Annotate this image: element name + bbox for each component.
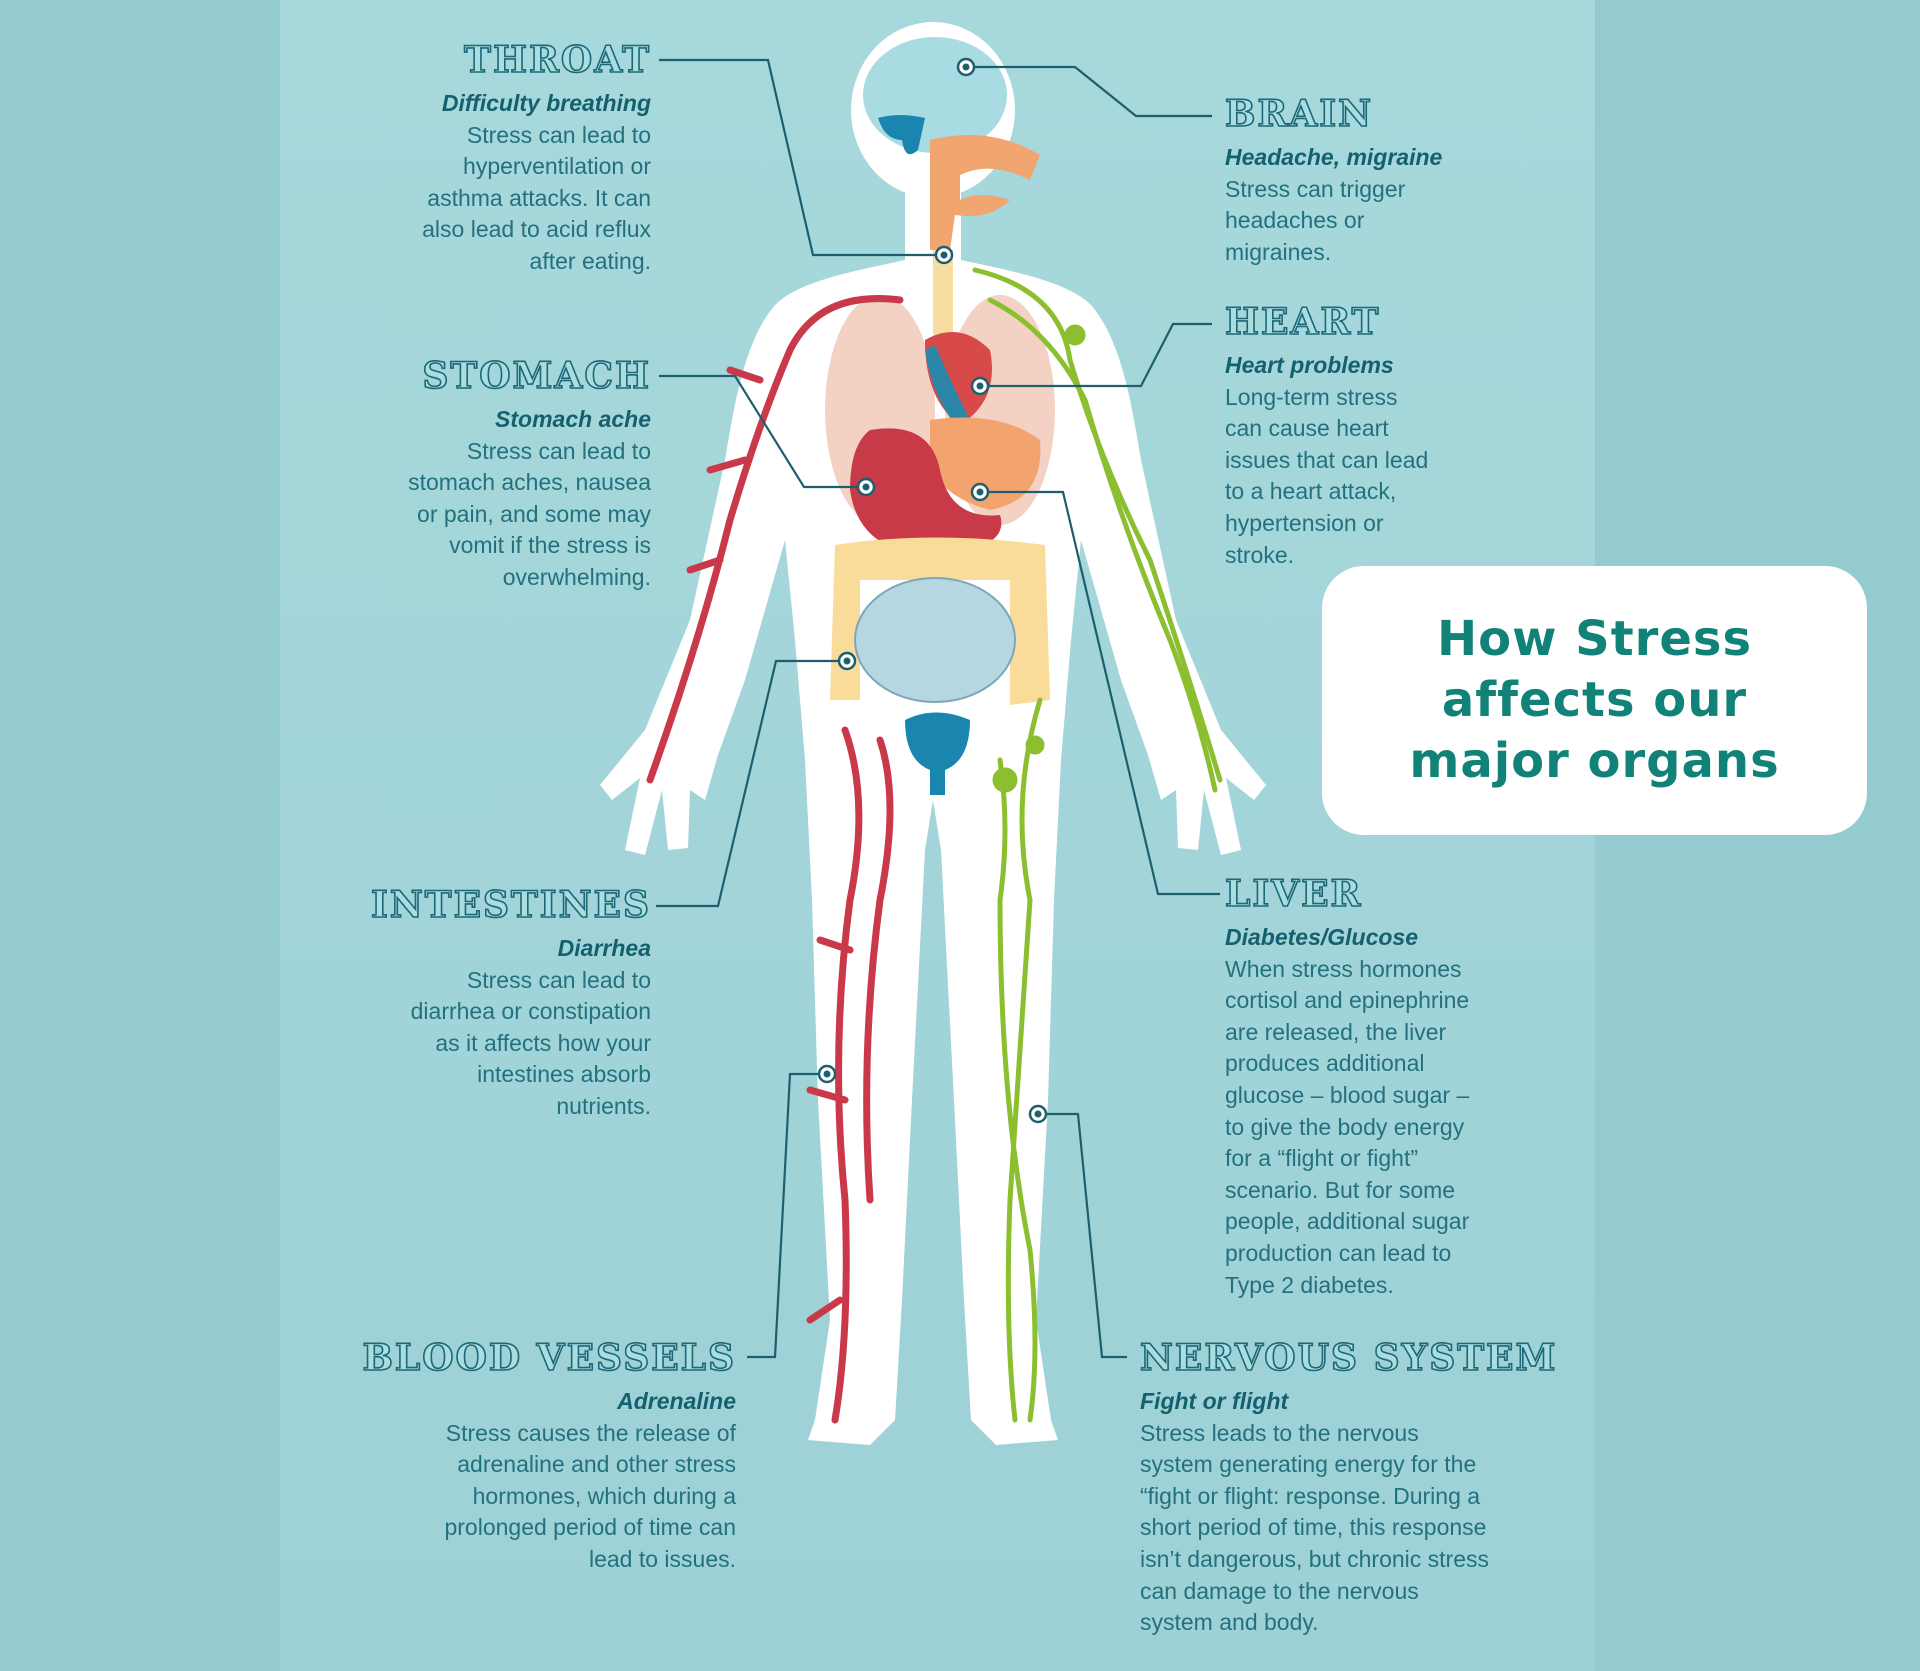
connector-lines [656,58,1220,1359]
blood-vessels-section: BLOOD VESSELS Adrenaline Stress causes t… [362,1336,736,1576]
intestines-connector [656,659,847,908]
throat-section: THROAT Difficulty breathing Stress can l… [422,38,651,278]
connector-dot-centers [823,63,1042,1118]
throat-heading: THROAT [463,38,651,82]
title-line-1: How Stress [1436,611,1753,667]
heart-section: HEART Heart problems Long-term stress ca… [1224,300,1429,571]
stomach-section: STOMACH Stomach ache Stress can lead to … [408,354,651,594]
liver [930,417,1041,510]
brain-description: Stress can trigger headaches or migraine… [1225,175,1406,265]
nervous-connector [1038,1112,1127,1359]
heart-connector [980,322,1212,388]
stomach [850,428,1002,556]
blood-vessels [646,295,904,1424]
stomach-description: Stress can lead to stomach aches, nausea… [408,437,651,590]
stomach-subtitle: Stomach ache [495,406,651,432]
stomach-connector [659,374,866,489]
liver-heading: LIVER [1224,872,1363,916]
brain-heading: BRAIN [1224,92,1374,136]
liver-section: LIVER Diabetes/Glucose When stress hormo… [1224,872,1470,1301]
throat-connector [659,58,944,257]
nervous-system-subtitle: Fight or flight [1140,1388,1289,1414]
throat-description: Stress can lead to hyperventilation or a… [422,121,651,274]
blood-vessels-heading: BLOOD VESSELS [362,1336,736,1380]
liver-subtitle: Diabetes/Glucose [1225,924,1419,950]
blood-vessels-subtitle: Adrenaline [617,1388,736,1414]
title-line-3: major organs [1409,733,1780,789]
intestines-heading: INTESTINES [370,883,651,927]
brain-section: BRAIN Headache, migraine Stress can trig… [1224,92,1443,268]
nervous-system [972,267,1223,1423]
nervous-system-heading: NERVOUS SYSTEM [1139,1336,1558,1380]
nervous-system-section: NERVOUS SYSTEM Fight or flight Stress le… [1139,1336,1558,1639]
brain-subtitle: Headache, migraine [1225,144,1443,170]
large-intestine [830,537,1050,705]
intestines-description: Stress can lead to diarrhea or constipat… [410,966,651,1119]
brain-connector [966,65,1212,118]
brain [863,37,1007,153]
blood-vessels-description: Stress causes the release of adrenaline … [444,1419,736,1572]
stomach-heading: STOMACH [422,354,651,398]
liver-description: When stress hormones cortisol and epinep… [1225,955,1470,1298]
aorta [925,345,970,425]
cerebellum [878,115,925,155]
heart-description: Long-term stress can cause heart issues … [1225,383,1429,568]
bladder [905,712,970,795]
nervous-system-description: Stress leads to the nervous system gener… [1140,1419,1490,1636]
throat-airway [930,135,1040,250]
title-line-2: affects our [1441,672,1748,728]
intestines-section: INTESTINES Diarrhea Stress can lead to d… [370,883,651,1123]
blood-vessels-connector [747,1072,827,1359]
intestines-subtitle: Diarrhea [557,935,651,961]
throat-subtitle: Difficulty breathing [441,90,651,116]
heart-heading: HEART [1224,300,1381,344]
title-card: How Stress affects our major organs [1322,566,1867,835]
heart-subtitle: Heart problems [1225,352,1394,378]
small-intestine [854,577,1016,703]
liver-connector [980,490,1220,896]
